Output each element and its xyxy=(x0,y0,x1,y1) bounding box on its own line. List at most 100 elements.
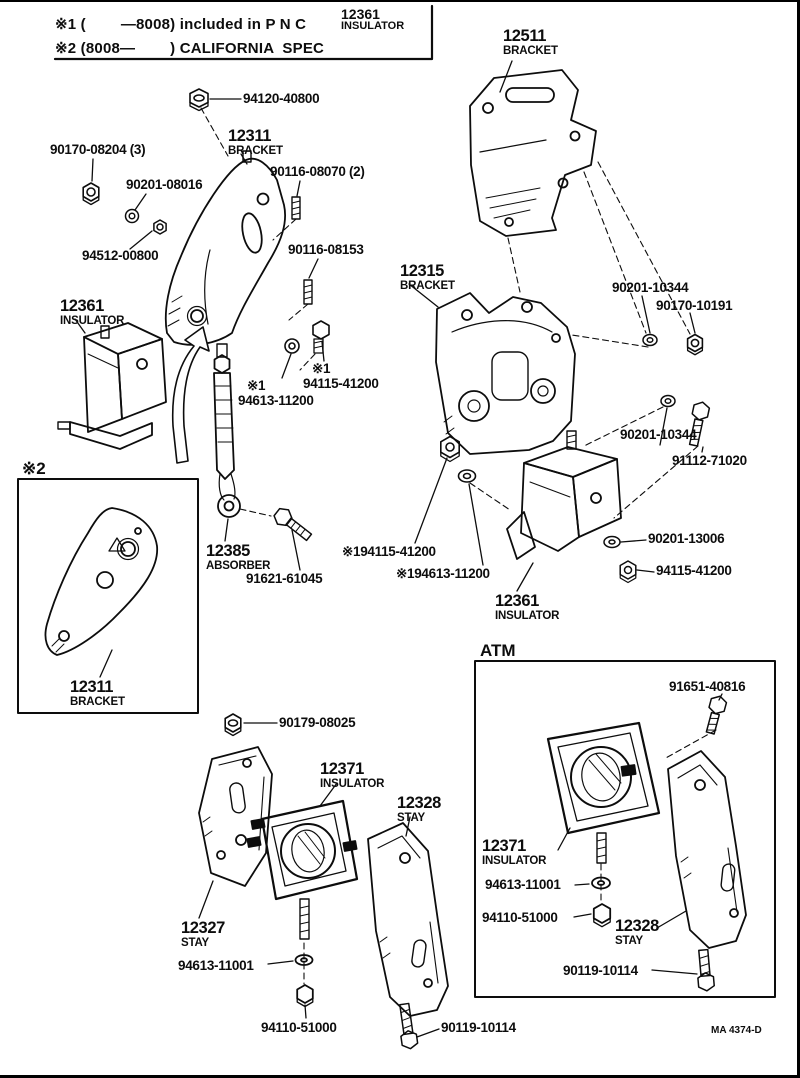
part-number: 12371 xyxy=(320,760,364,778)
assembly-dashed-lines xyxy=(200,107,717,985)
spec-note-2: ※2 (8008— ) CALIFORNIA SPEC xyxy=(55,40,325,57)
drawing-nut-94120 xyxy=(189,88,209,112)
part-label-12311-spec2: 12311 BRACKET xyxy=(70,679,125,708)
drawing-bracket-12311-spec2 xyxy=(44,507,158,656)
part-label-90201-10344-upper: 90201-10344 xyxy=(612,280,689,295)
spec2-box xyxy=(17,478,199,714)
drawing-code: MA 4374-D xyxy=(711,1025,762,1036)
drawing-bolt-90119-mid xyxy=(399,1002,419,1050)
part-number: 12328 xyxy=(615,917,659,935)
part-label-94613-11200-ast-b: ※194613-11200 xyxy=(396,566,490,581)
drawing-bolt-91112 xyxy=(688,401,711,447)
part-label-91621-61045: 91621-61045 xyxy=(246,571,323,586)
asterisk-ref: ※1 xyxy=(247,378,266,393)
part-label-94613-11200-ast: ※1 94613-11200 xyxy=(238,378,314,408)
drawing-stay-12328-atm xyxy=(667,750,747,949)
leader-lines xyxy=(74,60,723,1038)
part-number: 12511 xyxy=(503,27,546,45)
drawing-stay-12328-mid xyxy=(367,822,449,1017)
drawing-washer-90201-08016 xyxy=(124,208,140,224)
part-label-94512-00800: 94512-00800 xyxy=(82,248,159,263)
drawing-bracket-12315 xyxy=(435,292,576,455)
drawing-insulator-12361-right xyxy=(506,430,622,560)
part-name: BRACKET xyxy=(400,279,455,292)
part-label-94115-41200-ast: ※1 94115-41200 xyxy=(303,361,379,391)
part-label-12361-left: 12361 INSULATOR xyxy=(60,298,124,327)
part-name: STAY xyxy=(397,811,425,824)
part-label-12361-header: 12361 INSULATOR xyxy=(341,7,404,32)
part-label-12385: 12385 ABSORBER xyxy=(206,543,270,572)
drawing-bracket-12511 xyxy=(469,69,597,237)
drawing-bolt-94115-ast xyxy=(312,320,330,354)
part-name: INSULATOR xyxy=(60,314,125,327)
atm-box xyxy=(474,660,776,998)
part-label-12511: 12511 BRACKET xyxy=(503,28,558,57)
part-label-94613-11001-atm: 94613-11001 xyxy=(485,877,561,892)
part-label-94110-51000-mid: 94110-51000 xyxy=(261,1020,337,1035)
drawing-insulator-12371-atm xyxy=(546,721,661,928)
part-label-94613-11001-mid: 94613-11001 xyxy=(178,958,254,973)
part-label-94115-41200-right: 94115-41200 xyxy=(656,563,732,578)
part-label-91112-71020: 91112-71020 xyxy=(672,453,747,468)
part-label-94115-41200-ast-b: ※194115-41200 xyxy=(342,544,436,559)
part-name: INSULATOR xyxy=(341,20,405,32)
part-label-12371-atm: 12371 INSULATOR xyxy=(482,838,546,867)
drawing-bolt-91621 xyxy=(273,507,313,542)
drawing-bolt-91651 xyxy=(705,695,728,735)
part-name: INSULATOR xyxy=(482,854,547,867)
drawing-absorber-12385 xyxy=(213,343,241,518)
part-name: BRACKET xyxy=(70,695,125,708)
drawing-stud-90116-08153 xyxy=(303,279,313,305)
spec-note-1: ※1 ( —8008) included in P N C xyxy=(55,16,307,33)
part-label-90119-10114-atm: 90119-10114 xyxy=(563,963,638,978)
part-number: 12328 xyxy=(397,794,441,812)
part-number: 12361 xyxy=(341,6,380,22)
drawing-washer-94613-ast xyxy=(284,338,300,354)
drawing-washer-94613-center xyxy=(457,469,477,483)
drawing-stay-12327 xyxy=(198,746,273,887)
part-name: ABSORBER xyxy=(206,559,271,572)
part-label-12327: 12327 STAY xyxy=(181,920,225,949)
part-label-12315: 12315 BRACKET xyxy=(400,263,455,292)
drawing-insulator-12371-mid xyxy=(246,799,359,1008)
atm-box-label: ATM xyxy=(480,641,516,660)
part-label-12328-atm: 12328 STAY xyxy=(615,918,659,947)
drawing-bolt-90119-atm xyxy=(697,948,715,992)
part-number: 12315 xyxy=(400,262,444,280)
part-number: 12371 xyxy=(482,837,526,855)
part-label-90170-08204: 90170-08204 (3) xyxy=(50,142,146,157)
part-number: 94613-11200 xyxy=(238,392,314,408)
part-number: 12385 xyxy=(206,542,250,560)
part-name: INSULATOR xyxy=(495,609,560,622)
part-label-90201-13006: 90201-13006 xyxy=(648,531,725,546)
part-number: 12361 xyxy=(60,297,104,315)
part-name: INSULATOR xyxy=(320,777,385,790)
drawing-nut-94512 xyxy=(153,219,167,235)
drawing-bracket-12311-main xyxy=(164,150,286,346)
part-label-90116-08153: 90116-08153 xyxy=(288,242,364,257)
part-number: 12311 xyxy=(228,127,271,145)
part-label-90119-10114-mid: 90119-10114 xyxy=(441,1020,516,1035)
part-number: 94115-41200 xyxy=(303,375,379,391)
part-label-91651-40816: 91651-40816 xyxy=(669,679,746,694)
part-name: STAY xyxy=(615,934,643,947)
part-label-90170-10191: 90170-10191 xyxy=(656,298,733,313)
part-name: STAY xyxy=(181,936,209,949)
part-name: BRACKET xyxy=(503,44,558,57)
part-label-12328-mid: 12328 STAY xyxy=(397,795,441,824)
direction-arrow xyxy=(171,326,210,464)
part-label-90116-08070: 90116-08070 (2) xyxy=(270,164,365,179)
drawing-stud-90116-08070 xyxy=(291,196,301,220)
part-number: 12327 xyxy=(181,919,225,937)
drawing-insulator-12361-left xyxy=(57,322,167,450)
drawing-nut-90179 xyxy=(224,713,242,737)
header-divider-line xyxy=(53,4,434,61)
spec2-box-label: ※2 xyxy=(22,459,46,478)
part-label-12371-mid: 12371 INSULATOR xyxy=(320,761,384,790)
drawing-washer-90201-10344-lower xyxy=(660,394,676,408)
drawing-nut-90170-10191 xyxy=(686,333,704,356)
part-label-94110-51000-atm: 94110-51000 xyxy=(482,910,558,925)
part-name: BRACKET xyxy=(228,144,283,157)
